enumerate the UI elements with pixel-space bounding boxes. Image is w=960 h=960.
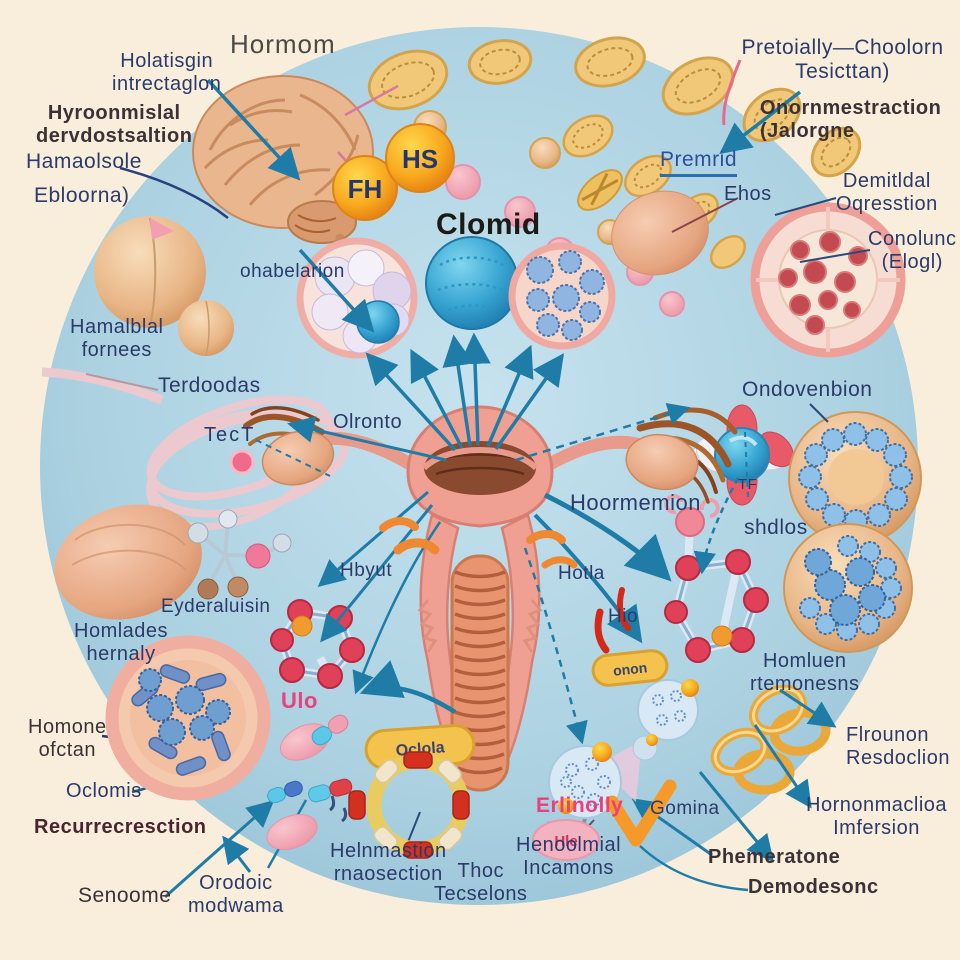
label-ondovenbion: Ondovenbion	[742, 378, 873, 401]
molecule-silver	[187, 509, 292, 600]
ovary-cross-section-right	[750, 202, 906, 358]
beaded-ring	[348, 751, 470, 859]
label-orodoic: Orodoic modwama	[188, 872, 284, 917]
label-gomina: Gomina	[650, 798, 720, 819]
egg-cells-left	[54, 216, 234, 620]
label-recurrecresction: Recurrecresction	[34, 816, 207, 838]
label-helnmastion: Helnmastion rnaosection	[330, 840, 447, 885]
label-oclomis: Oclomis	[66, 780, 142, 802]
label-hyroonmislal: Hyroonmislal dervdostsaltion	[36, 102, 193, 147]
label-hamaolsole: Hamaolsole	[26, 150, 142, 173]
label-hornonmaclioa: Hornonmaclioa Imfersion	[806, 794, 948, 839]
label-senoome: Senoome	[78, 884, 172, 907]
onon-label: onon	[612, 659, 648, 678]
loose-pills	[266, 714, 353, 850]
speckled-cells	[548, 679, 699, 819]
golden-rings	[710, 684, 831, 795]
hs-badge: HS	[402, 144, 438, 174]
label-hormom: Hormom	[230, 29, 336, 59]
ovum-egg	[611, 190, 709, 276]
label-tf: TF	[738, 476, 758, 493]
hormone-spheres: FH HS	[332, 123, 455, 221]
accent-marks	[379, 517, 631, 654]
label-terdoodas: Terdoodas	[158, 374, 261, 397]
label-thoc: Thoc Tecselons	[434, 860, 528, 905]
label-erlinolly: Erlinolly	[536, 794, 624, 817]
checkmark	[605, 779, 677, 847]
uterus	[243, 405, 738, 792]
hle-tablet: Hle	[532, 740, 642, 861]
label-ebloorna: Ebloorna)	[34, 184, 130, 207]
hle-label: Hle	[554, 833, 577, 850]
label-henoolmial: Henoolmial Incamons	[516, 834, 622, 879]
label-olronto: Olronto	[333, 411, 403, 433]
flower-molecule	[691, 404, 794, 506]
label-hbyut: Hbyut	[340, 560, 393, 581]
label-hamalblal: Hamalblal fornees	[70, 316, 164, 361]
label-ulo: Ulo	[281, 688, 318, 713]
molecule-red-right	[664, 494, 769, 663]
arrows	[164, 78, 837, 899]
label-clomid: Clomid	[436, 208, 541, 241]
label-tect: TecT	[204, 424, 256, 446]
label-hio: Hio	[608, 606, 639, 627]
label-premrid: Premrid	[660, 148, 738, 178]
label-homlades: Homlades hernaly	[74, 620, 169, 665]
onon-capsule: onon	[591, 649, 669, 687]
fh-badge: FH	[348, 174, 383, 204]
label-holatisgin: Holatisgin intrectaglon	[112, 50, 222, 95]
label-ehos: Ehos	[724, 183, 772, 205]
label-phemeratone: Phemeratone	[708, 846, 841, 868]
label-pretoially: Pretoially—Choolorn Tesicttan)	[741, 36, 944, 84]
label-eyderaluisin: Eyderaluisin	[161, 596, 271, 617]
label-homone: Homone ofctan	[28, 716, 107, 761]
label-flrounon: Flrounon Resdoclion	[846, 724, 950, 769]
label-shdlos: shdlos	[744, 516, 808, 539]
label-hoormemion: Hoormemion	[570, 490, 701, 515]
label-ohabelarion: ohabelarion	[240, 261, 345, 282]
blastocyst-sphere-1	[788, 411, 922, 545]
ovary-cross-section-left	[105, 635, 271, 801]
label-hotla: Hotla	[558, 563, 605, 584]
label-onornmestraction: Onornmestraction (Jalorgne	[760, 97, 942, 142]
label-conolunc: Conolunc (Elogl)	[868, 228, 957, 273]
blastocyst-sphere-2	[783, 523, 913, 653]
label-demitldal: Demitldal Oqresstion	[836, 170, 938, 215]
label-demodesonc: Demodesonc	[748, 876, 879, 898]
label-homluen: Homluen rtemonesns	[750, 650, 860, 695]
